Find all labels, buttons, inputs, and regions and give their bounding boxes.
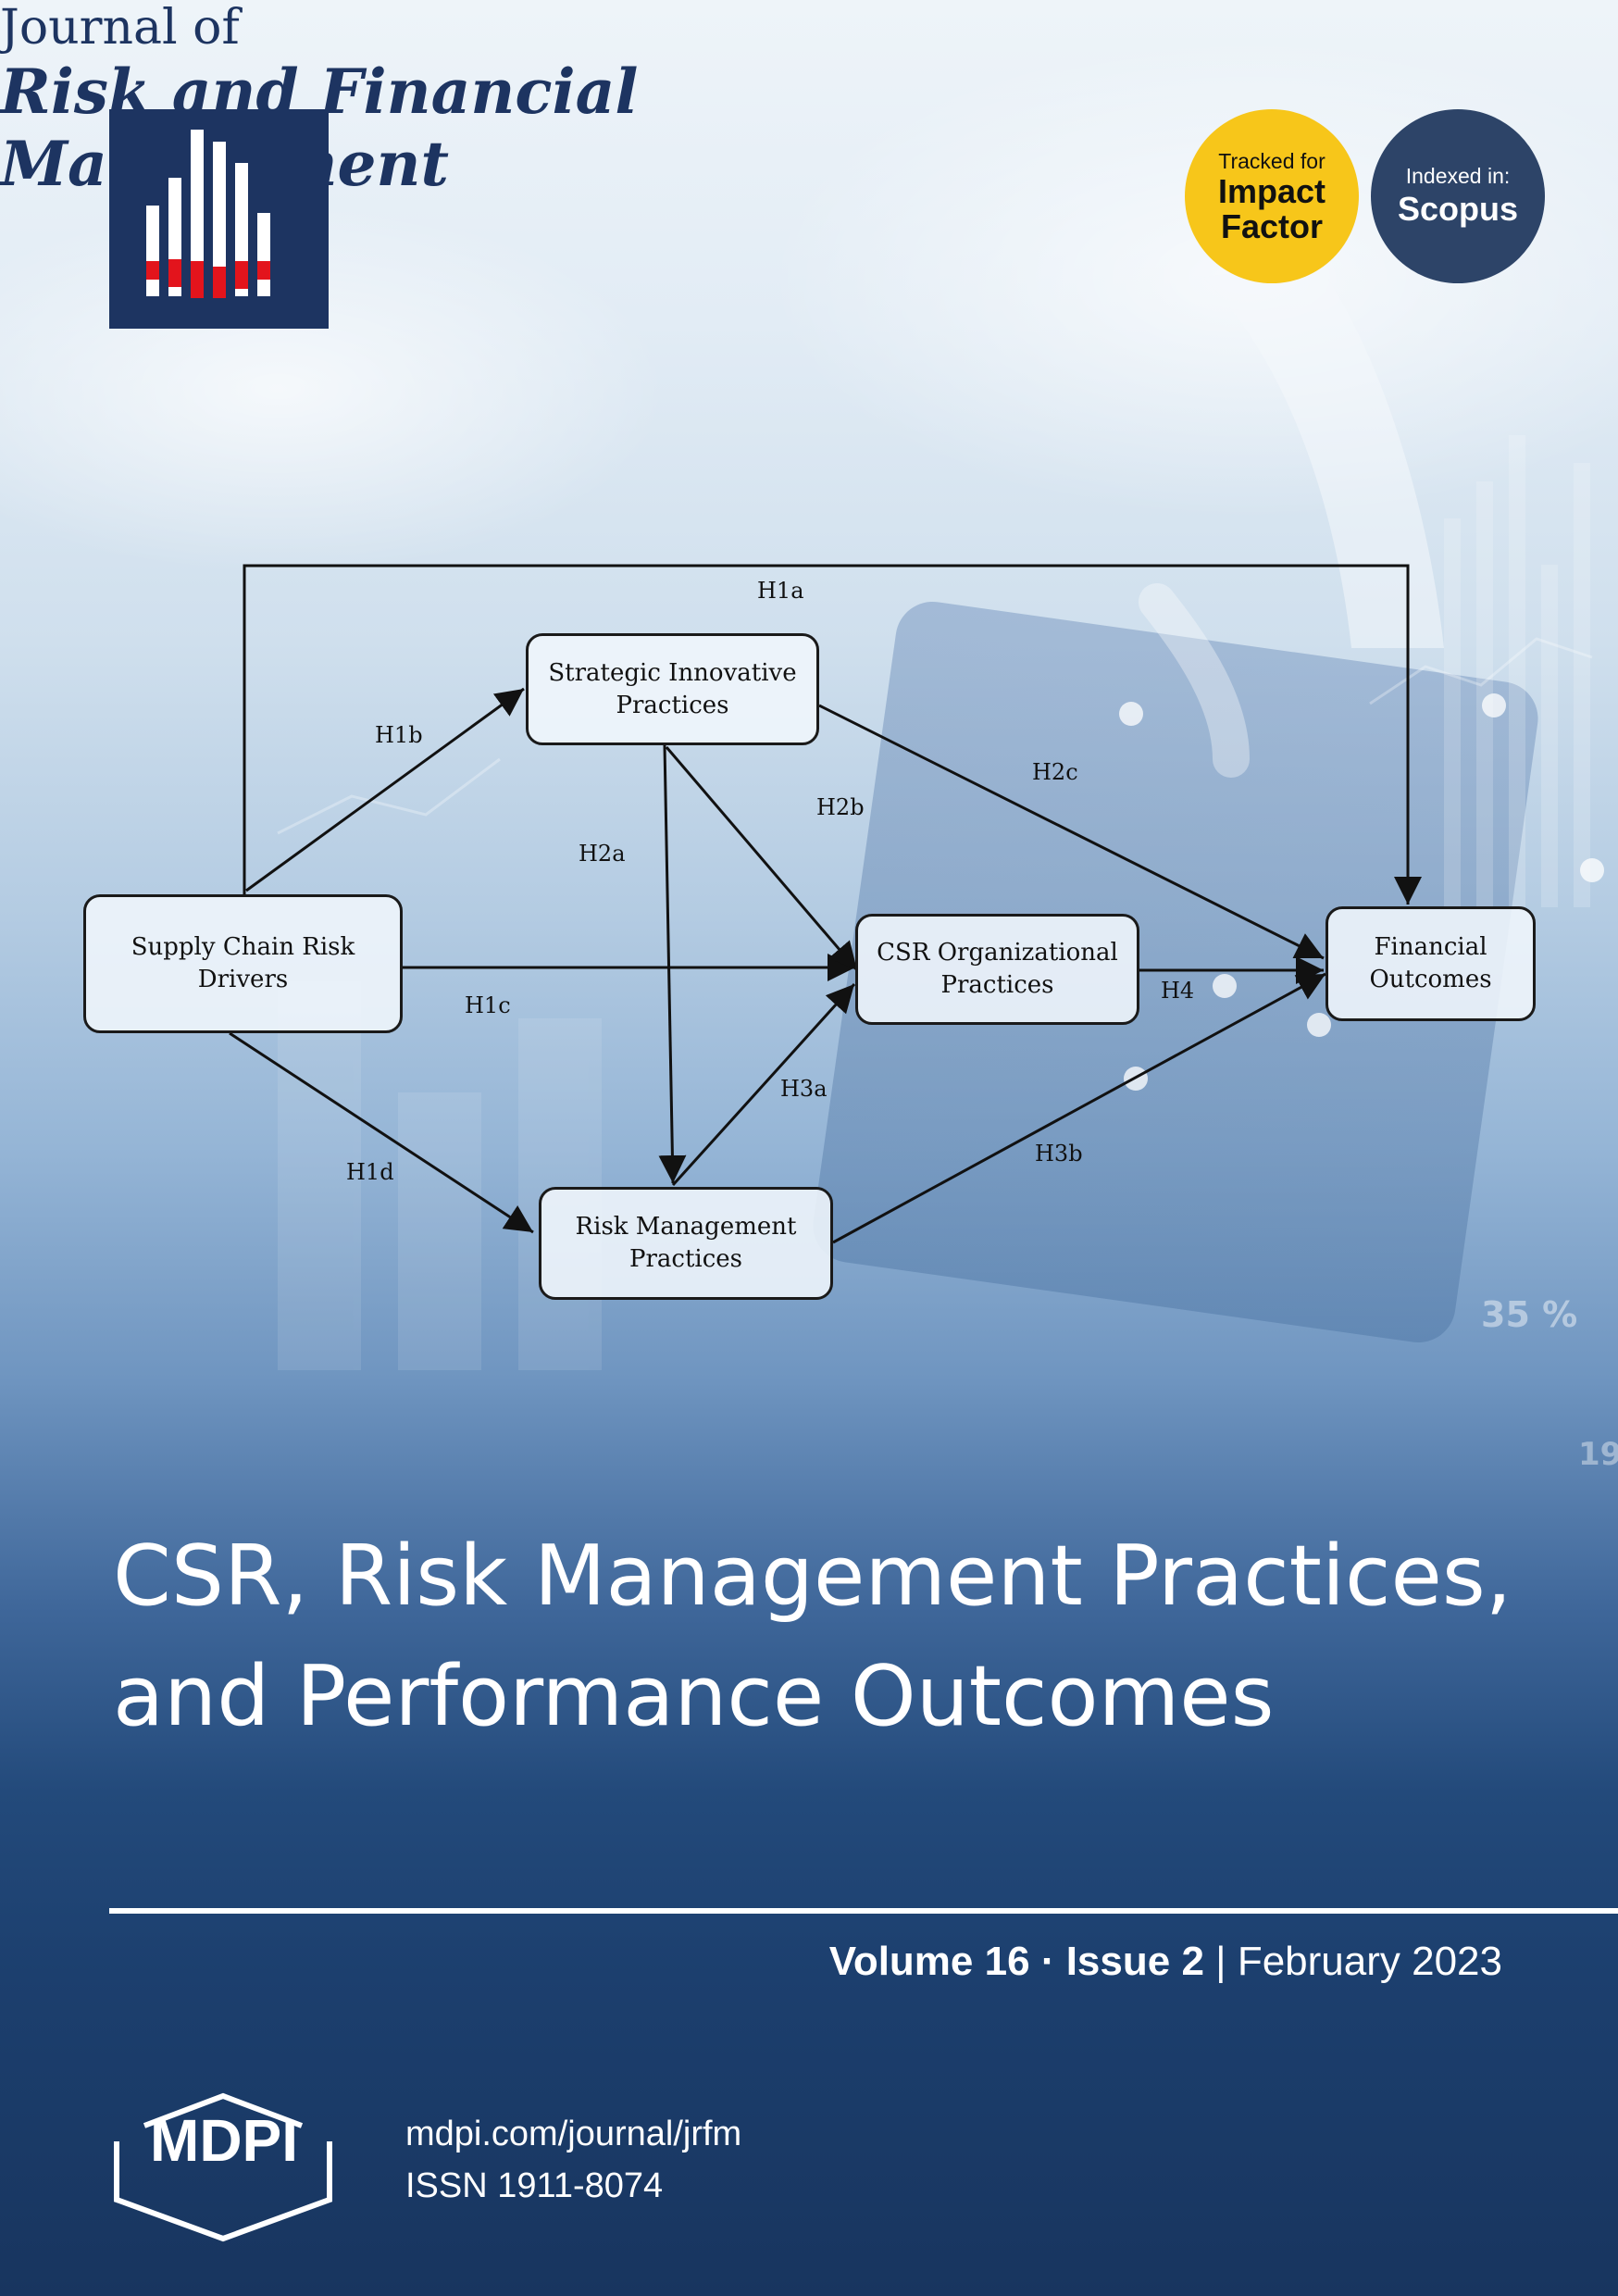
scopus-badge[interactable]: Indexed in: Scopus (1371, 109, 1545, 283)
node-supply-chain-risk-drivers: Supply Chain Risk Drivers (83, 894, 403, 1033)
divider-rule (109, 1908, 1618, 1914)
impact-badge-small: Tracked for (1218, 148, 1326, 173)
background-number: 19 (1578, 1436, 1618, 1473)
mdpi-logo-icon (114, 2092, 332, 2242)
edge-h2c (818, 704, 1325, 960)
edge-h1a (243, 564, 1422, 905)
issue-label: Issue 2 (1065, 1939, 1204, 1984)
impact-badge-line1: Impact (1217, 171, 1326, 210)
label-h2c: H2c (1032, 759, 1078, 785)
issn: ISSN 1911-8074 (405, 2166, 664, 2205)
article-title: CSR, Risk Management Practices, and Perf… (113, 1528, 1512, 1745)
node-financial-outcomes: Financial Outcomes (1326, 906, 1536, 1021)
label-h3b: H3b (1035, 1141, 1083, 1167)
label-h4: H4 (1161, 978, 1195, 1004)
label-h1a: H1a (757, 578, 804, 604)
journal-title-line1: Journal of (0, 0, 240, 56)
edge-h2b (665, 746, 859, 971)
label-h3a: H3a (780, 1076, 828, 1102)
issue-line: Volume 16 · Issue 2 | February 2023 (829, 1939, 1502, 1985)
label-h2a: H2a (579, 841, 626, 867)
node-strategic-innovative-practices: Strategic Innovative Practices (526, 633, 819, 745)
label-h1b: H1b (375, 722, 423, 748)
issue-separator: · (1040, 1939, 1055, 1984)
background-percent: 35 % (1481, 1294, 1577, 1335)
node-csr-organizational-practices: CSR Organizational Practices (855, 914, 1139, 1025)
impact-badge-line2: Factor (1220, 206, 1324, 245)
issue-divider: | (1215, 1939, 1226, 1984)
edge-h1d (229, 1031, 534, 1234)
journal-logo-icon (109, 109, 329, 329)
label-h2b: H2b (816, 794, 865, 820)
issue-date: February 2023 (1237, 1939, 1502, 1984)
scopus-badge-small: Indexed in: (1405, 163, 1511, 188)
label-h1c: H1c (465, 992, 511, 1018)
edge-h1b (245, 687, 525, 892)
node-risk-management-practices: Risk Management Practices (539, 1187, 833, 1300)
scopus-badge-line1: Scopus (1397, 189, 1519, 228)
mdpi-logo-text: MDPI (150, 2107, 298, 2174)
edge-h2a (658, 744, 687, 1184)
journal-url[interactable]: mdpi.com/journal/jrfm (405, 2115, 742, 2153)
volume-label: Volume 16 (828, 1939, 1030, 1984)
label-h1d: H1d (346, 1159, 394, 1185)
edge-h3a (671, 982, 856, 1187)
impact-factor-badge[interactable]: Tracked for Impact Factor (1185, 109, 1359, 283)
edge-h3b (832, 972, 1326, 1244)
